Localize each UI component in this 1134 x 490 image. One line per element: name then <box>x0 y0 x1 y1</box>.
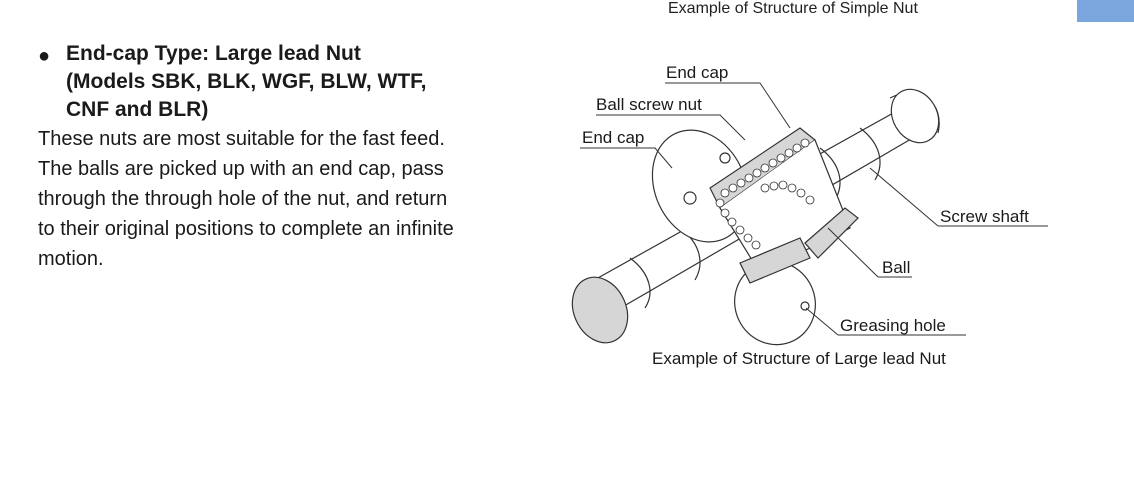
label-ball: Ball <box>882 258 910 277</box>
body-line-2: The balls are picked up with an end cap,… <box>38 158 444 180</box>
page-tab-marker <box>1077 0 1134 22</box>
heading-line-1: End-cap Type: Large lead Nut <box>66 42 361 65</box>
description-paragraph: These nuts are most suitable for the fas… <box>38 124 524 274</box>
heading-line-3: CNF and BLR) <box>66 98 209 121</box>
large-lead-nut-caption: Example of Structure of Large lead Nut <box>652 349 946 368</box>
body-line-3: through the through hole of the nut, and… <box>38 188 448 210</box>
simple-nut-caption: Example of Structure of Simple Nut <box>668 0 918 17</box>
body-line-4: to their original positions to complete … <box>38 218 454 240</box>
label-end-cap-top: End cap <box>666 63 728 82</box>
label-ball-screw-nut: Ball screw nut <box>596 95 702 114</box>
body-line-5: motion. <box>38 248 104 270</box>
body-line-1: These nuts are most suitable for the fas… <box>38 128 445 150</box>
heading-line-2: (Models SBK, BLK, WGF, BLW, WTF, <box>66 68 538 96</box>
label-end-cap-left: End cap <box>582 128 644 147</box>
bullet-icon: ● <box>38 45 51 67</box>
label-greasing-hole: Greasing hole <box>840 316 946 335</box>
large-lead-nut-diagram: End cap Ball screw nut End cap Screw sha… <box>571 63 1048 346</box>
section-heading: ● End-cap Type: Large lead Nut (Models S… <box>38 40 538 124</box>
heading-line-2-text: (Models SBK, BLK, WGF, BLW, WTF, <box>66 70 427 93</box>
label-screw-shaft: Screw shaft <box>940 207 1029 226</box>
